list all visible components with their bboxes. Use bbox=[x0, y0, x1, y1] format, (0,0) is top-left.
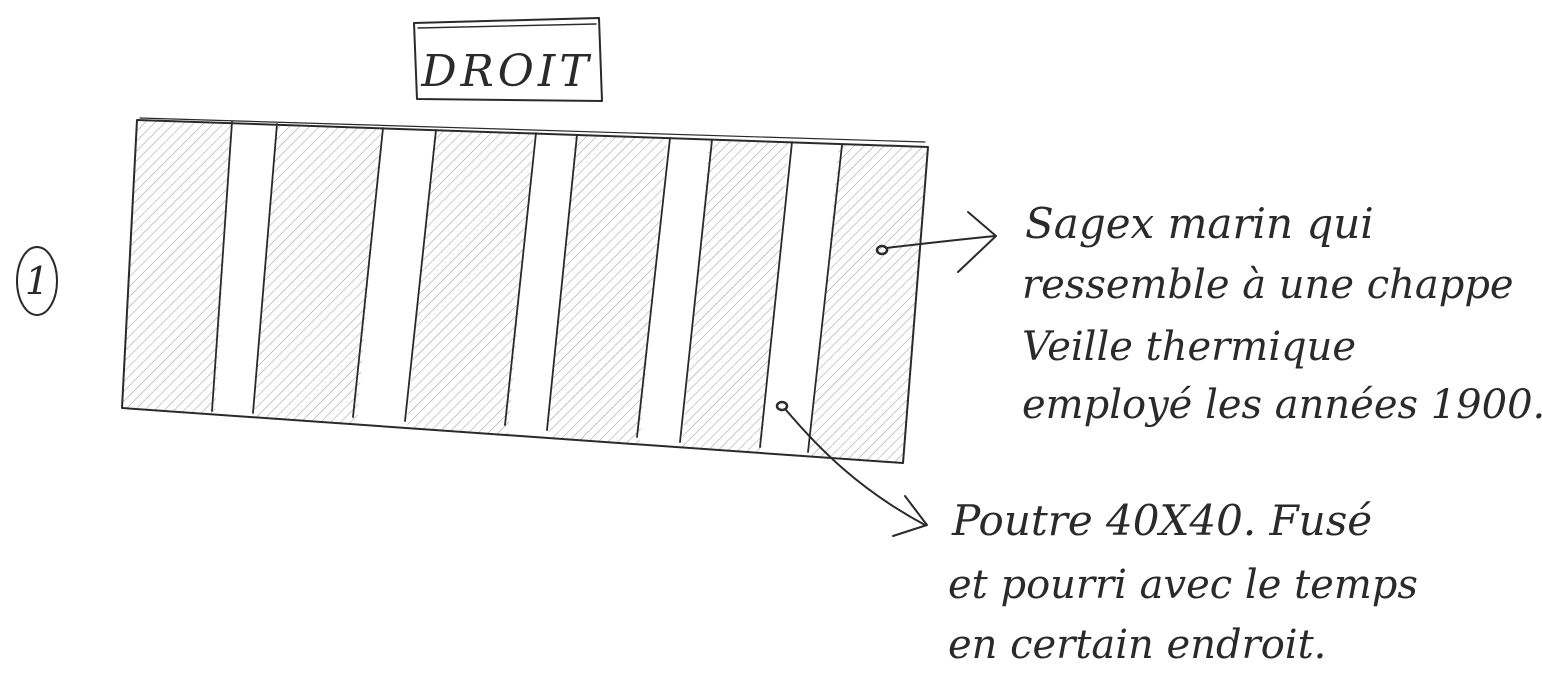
strip-divider bbox=[679, 139, 713, 443]
strip-divider bbox=[636, 137, 671, 438]
hatched-strip-3 bbox=[403, 120, 536, 463]
callout-1-line-2: ressemble à une chappe bbox=[1022, 262, 1514, 308]
wall-panel bbox=[121, 117, 929, 464]
strip-divider bbox=[759, 141, 793, 448]
callout-2-line-2: et pourri avec le temps bbox=[948, 562, 1418, 608]
strip-divider bbox=[404, 129, 437, 422]
callout-2-line-1: Poutre 40X40. Fusé bbox=[951, 496, 1372, 545]
strip-divider bbox=[807, 144, 843, 453]
hatched-strip-6 bbox=[808, 120, 928, 463]
strip-divider bbox=[504, 132, 537, 426]
callout-1-line-4: employé les années 1900. bbox=[1022, 382, 1542, 428]
hatched-strip-4 bbox=[545, 120, 670, 463]
hatched-strip-1 bbox=[122, 120, 232, 463]
step-marker: 1 bbox=[16, 246, 58, 316]
hatched-strip-5 bbox=[680, 120, 792, 463]
hatched-strip-2 bbox=[250, 120, 383, 463]
callout-2-line-3: en certain endroit. bbox=[948, 622, 1326, 668]
step-number: 1 bbox=[25, 259, 49, 303]
callout-1-line-1: Sagex marin qui bbox=[1025, 199, 1374, 248]
step-circle bbox=[16, 246, 58, 316]
callout-arrow-2 bbox=[775, 400, 928, 537]
title-label: DROIT bbox=[420, 46, 592, 97]
callout-1-line-3: Veille thermique bbox=[1022, 324, 1356, 370]
strip-divider bbox=[352, 127, 384, 418]
wall-outline bbox=[121, 119, 929, 464]
strip-divider bbox=[252, 123, 278, 414]
strip-divider bbox=[546, 134, 578, 431]
strip-divider bbox=[211, 121, 233, 412]
title-box: DROIT bbox=[413, 17, 603, 102]
callout-text-1: Sagex marin qui ressemble à une chappe V… bbox=[1022, 199, 1542, 428]
callout-arrow-1 bbox=[875, 211, 997, 273]
callout-text-2: Poutre 40X40. Fusé et pourri avec le tem… bbox=[948, 496, 1418, 668]
